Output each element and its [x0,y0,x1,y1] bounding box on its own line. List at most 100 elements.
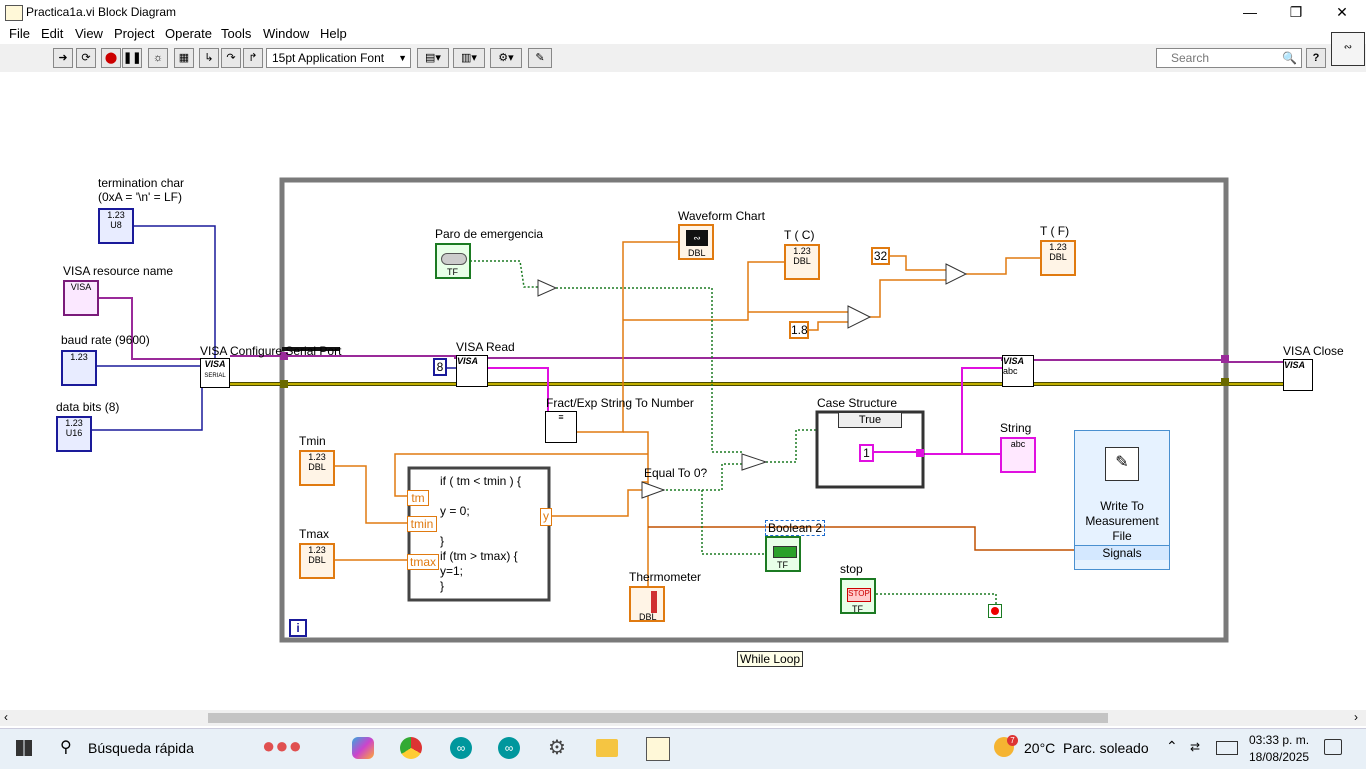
baud-rate-control[interactable]: 1.23 [61,350,97,386]
title-bar: Practica1a.vi Block Diagram — ❐ ✕ [0,0,1366,24]
wire-not-out [556,288,742,452]
stop-control[interactable]: STOP TF [840,578,876,614]
visa-close-node[interactable]: VISA [1283,359,1313,391]
clock-time[interactable]: 03:33 p. m. [1249,733,1309,747]
highlight-execution-icon[interactable]: ☼ [148,48,168,68]
wire-y [550,490,642,516]
reorder-icon[interactable]: ⚙▾ [490,48,522,68]
tc-indicator[interactable]: 1.23 DBL [784,244,820,280]
menu-edit[interactable]: Edit [41,26,63,41]
vi-icon[interactable]: ∾ [1331,32,1365,66]
visa-read-node[interactable]: VISA [456,355,488,387]
menu-operate[interactable]: Operate [165,26,212,41]
tf-label: T ( F) [1040,224,1069,238]
copilot-icon[interactable] [352,737,374,759]
chevron-up-icon[interactable]: ⌃ [1166,738,1178,755]
string-label: String [1000,421,1031,435]
weather-desc[interactable]: Parc. soleado [1063,740,1149,756]
weather-temp[interactable]: 20°C [1024,740,1055,756]
add-primitive [946,264,966,284]
case-selector[interactable]: True [838,412,902,428]
close-icon[interactable]: ✕ [1319,0,1365,24]
file-explorer-icon[interactable] [596,739,618,757]
clock-date[interactable]: 18/08/2025 [1249,750,1309,764]
minimize-icon[interactable]: — [1227,0,1273,24]
wire-visa-resource [98,298,200,359]
search-icon[interactable]: ⚲ [60,737,72,757]
baud-rate-label: baud rate (9600) [61,333,150,347]
arduino-icon[interactable]: ∞ [450,737,472,759]
data-bits-control[interactable]: 1.23 U16 [56,416,92,452]
arduino-ide-icon[interactable]: ∞ [498,737,520,759]
block-diagram[interactable]: termination char (0xA = '\n' = LF) 1.23 … [0,72,1366,710]
step-over-icon[interactable]: ↷ [221,48,241,68]
tmin-label: Tmin [299,434,326,448]
type-tf: TF [852,604,863,614]
tf-indicator[interactable]: 1.23 DBL [1040,240,1076,276]
const-32[interactable]: 32 [871,247,890,265]
visa-write-node[interactable]: VISA abc [1002,355,1034,387]
cleanup-diagram-icon[interactable]: ✎ [528,48,552,68]
waveform-chart-indicator[interactable]: ∾ DBL [678,224,714,260]
windows-start-icon[interactable] [16,740,32,756]
tmax-control[interactable]: 1.23 DBL [299,543,335,579]
scroll-left-icon[interactable]: ‹ [4,710,8,724]
wire-add-out [966,258,1040,274]
notification-icon[interactable] [1324,739,1342,755]
distribute-objects-icon[interactable]: ▥▾ [453,48,485,68]
font-select[interactable]: 15pt Application Font ▼ [266,48,411,68]
thermometer-indicator[interactable]: DBL [629,586,665,622]
numeric-text: 1.23 [1049,242,1067,252]
write-file-express-vi[interactable]: ✎ Write To Measurement File Signals [1074,430,1170,570]
maximize-icon[interactable]: ❐ [1273,0,1319,24]
signals-input[interactable]: Signals [1075,545,1169,560]
paro-emergencia-control[interactable]: TF [435,243,471,279]
pause-icon[interactable]: ❚❚ [122,48,142,68]
wires-layer [0,72,1366,710]
chrome-icon[interactable] [400,737,422,759]
keyboard-icon[interactable] [1216,741,1238,755]
retain-wire-values-icon[interactable]: ▦ [174,48,194,68]
data-bits-label: data bits (8) [56,400,119,414]
menu-view[interactable]: View [75,26,103,41]
loop-condition-icon[interactable] [988,604,1002,618]
const-1-8[interactable]: 1.8 [789,321,809,339]
menu-tools[interactable]: Tools [221,26,251,41]
visa-resource-control[interactable]: VISA [63,280,99,316]
help-button[interactable]: ? [1306,48,1326,68]
numeric-text: 1.23 [308,545,326,555]
tunnel-case-out [916,449,924,457]
menu-help[interactable]: Help [320,26,347,41]
run-arrow-icon[interactable]: ➜ [53,48,73,68]
run-continuously-icon[interactable]: ⟳ [76,48,96,68]
const-8[interactable]: 8 [433,358,447,376]
menu-project[interactable]: Project [114,26,154,41]
termination-char-control[interactable]: 1.23 U8 [98,208,134,244]
taskbar-search[interactable]: Búsqueda rápida [88,740,194,756]
scroll-thumb[interactable] [208,713,1108,723]
settings-gear-icon[interactable]: ⚙ [548,735,566,760]
wire-signals [648,527,1074,550]
search-input[interactable]: Search 🔍 [1156,48,1302,68]
visa-close-label: VISA Close [1283,344,1344,358]
wire-visa-refnum-2 [488,358,1283,362]
step-into-icon[interactable]: ↳ [199,48,219,68]
tunnel-refnum-right [1221,355,1229,363]
menu-window[interactable]: Window [263,26,309,41]
scroll-right-icon[interactable]: › [1354,710,1358,724]
menu-file[interactable]: File [9,26,30,41]
fract-exp-node[interactable]: ≡ [545,411,577,443]
labview-taskbar-icon[interactable] [646,737,670,761]
abort-icon[interactable]: ⬤ [101,48,121,68]
step-out-icon[interactable]: ↱ [243,48,263,68]
tmin-control[interactable]: 1.23 DBL [299,450,335,486]
const-1[interactable]: 1 [859,444,874,462]
visa-config-node[interactable]: VISA SERIAL [200,358,230,388]
align-objects-icon[interactable]: ▤▾ [417,48,449,68]
horizontal-scrollbar[interactable]: ‹ › [0,710,1366,726]
string-indicator[interactable]: abc [1000,437,1036,473]
wire-eq-out [662,490,766,554]
language-icon[interactable]: ⇄ [1190,740,1200,754]
wire-stop [876,594,996,608]
boolean2-indicator[interactable]: TF [765,536,801,572]
